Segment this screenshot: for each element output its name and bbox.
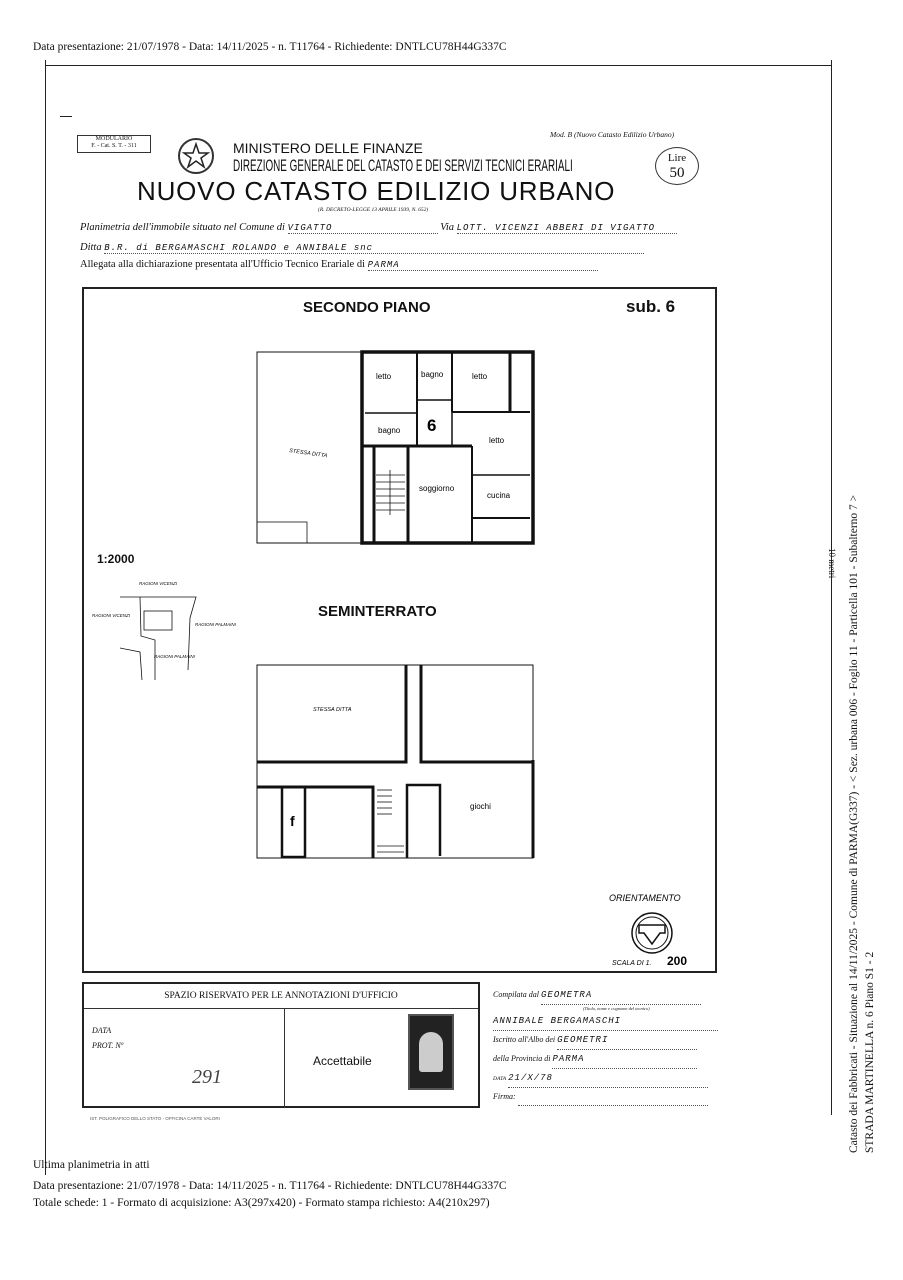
provincia-label: della Provincia di (493, 1054, 551, 1063)
stamp-lire: Lire 50 (655, 147, 699, 185)
allegata-label: Allegata alla dichiarazione presentata a… (80, 259, 366, 270)
compilata-label: Compilata dal (493, 990, 540, 999)
mod-b: Mod. B (Nuovo Catasto Edilizio Urbano) (550, 130, 675, 139)
annex-label-1: STESSA DITTA (289, 448, 328, 459)
modulario-box: MODULARIO F. - Cat. S. T. - 311 (77, 135, 151, 153)
office-title: SPAZIO RISERVATO PER LE ANNOTAZIONI D'UF… (84, 984, 478, 1009)
direction: DIREZIONE GENERALE DEL CATASTO E DEI SER… (233, 157, 573, 175)
compiler-name: ANNIBALE BERGAMASCHI (493, 1013, 718, 1031)
via-value: LOTT. VICENZI ABBERI DI VIGATTO (456, 223, 677, 234)
ditta-label: Ditta (80, 242, 102, 253)
decree: (R. DECRETO-LEGGE 13 APRILE 1939, N. 652… (318, 207, 429, 213)
room-bagno-1: bagno (421, 370, 444, 379)
albo-value: GEOMETRI (557, 1032, 698, 1050)
revenue-stamp-icon (408, 1014, 454, 1090)
frame-right (831, 60, 832, 1115)
prot-value: 291 (192, 1066, 222, 1088)
site-plan (119, 596, 197, 681)
floor1-plan (256, 350, 535, 545)
comune-value: VIGATTO (287, 223, 438, 234)
stamp-lire-value: 50 (669, 165, 685, 181)
via-label: Via (440, 222, 454, 233)
compiler-data-label: DATA (493, 1076, 507, 1082)
office-box: SPAZIO RISERVATO PER LE ANNOTAZIONI D'UF… (82, 982, 480, 1108)
floor2-title: SEMINTERRATO (318, 603, 437, 620)
printer-note: IST. POLIGRAFICO DELLO STATO - OFFICINA … (90, 1116, 220, 1121)
modulario-label: MODULARIO (95, 136, 133, 142)
side-line-2: STRADA MARTINELLA n. 6 Piano S1 - 2 (864, 951, 876, 1153)
prot-label: PROT. Nº (92, 1041, 124, 1050)
room-letto-3: letto (489, 436, 505, 445)
compilata-note: (Titolo, nome e cognome del tecnico) (583, 1006, 650, 1011)
room-soggiorno: soggiorno (419, 484, 455, 493)
scala-label: SCALA DI 1. (612, 960, 651, 967)
provincia-value: PARMA (552, 1051, 698, 1069)
floor2-plan (256, 664, 535, 859)
room-letto-1: letto (376, 372, 392, 381)
firma-label: Firma: (493, 1092, 516, 1101)
ditta-row: Ditta B.R. di BERGAMASCHI ROLANDO e ANNI… (80, 242, 645, 254)
rule-top (60, 116, 72, 117)
albo-label: Iscritto all'Albo dei (493, 1035, 556, 1044)
allegata-value: PARMA (367, 260, 598, 271)
plan-box (82, 287, 717, 973)
room-cucina: cucina (487, 491, 511, 500)
unit-number: 6 (427, 416, 436, 435)
compiler-data-value: 21/X/78 (508, 1070, 709, 1088)
modulario-code: F. - Cat. S. T. - 311 (91, 143, 137, 149)
room-letto-2: letto (472, 372, 488, 381)
stamp-lire-label: Lire (667, 152, 687, 164)
annex-label-2: STESSA DITTA (313, 707, 352, 713)
form-title: NUOVO CATASTO EDILIZIO URBANO (137, 176, 616, 206)
planimetria-label: Planimetria dell'immobile situato nel Co… (80, 222, 285, 233)
allegata-row: Allegata alla dichiarazione presentata a… (80, 259, 598, 271)
frame-top (45, 65, 831, 66)
compilata-value: GEOMETRA (541, 987, 702, 1005)
emblem-icon (176, 136, 216, 176)
site-south: RAGIONI PALMAINI (154, 654, 196, 659)
sub-label: sub. 6 (626, 297, 676, 316)
north-arrow-icon (631, 912, 673, 954)
office-divider (284, 1008, 285, 1108)
planimetria-row: Planimetria dell'immobile situato nel Co… (80, 222, 677, 234)
scala-value: 200 (667, 954, 687, 968)
footer-line-1: Data presentazione: 21/07/1978 - Data: 1… (33, 1180, 507, 1192)
room-bagno-2: bagno (378, 426, 401, 435)
room-f: f (290, 813, 295, 829)
room-giochi: giochi (470, 802, 491, 811)
footer-ultima: Ultima planimetria in atti (33, 1159, 150, 1171)
scale-small: 1:2000 (97, 552, 135, 566)
header-line: Data presentazione: 21/07/1978 - Data: 1… (33, 41, 507, 53)
ditta-value: B.R. di BERGAMASCHI ROLANDO e ANNIBALE s… (104, 243, 645, 254)
accettabile-stamp: Accettabile (313, 1054, 372, 1068)
compiler-block: Compilata dal GEOMETRA (Titolo, nome e c… (493, 986, 723, 1106)
floor1-title: SECONDO PIANO (303, 299, 431, 316)
side-line-1: Catasto dei Fabbricati - Situazione al 1… (848, 494, 860, 1153)
frame-left (45, 60, 46, 1175)
ministry: MINISTERO DELLE FINANZE (233, 140, 423, 156)
orientamento-label: ORIENTAMENTO (609, 893, 681, 903)
scale-bar-label: 10 metri (827, 548, 837, 579)
footer-line-2: Totale schede: 1 - Formato di acquisizio… (33, 1197, 490, 1209)
data-label: DATA (92, 1026, 112, 1035)
site-north: RAGIONI VICENZI (139, 581, 178, 586)
signature (517, 1088, 708, 1106)
site-west: RAGIONI VICENZI (92, 613, 131, 618)
site-east: RAGIONI PALMAINI (195, 622, 237, 627)
